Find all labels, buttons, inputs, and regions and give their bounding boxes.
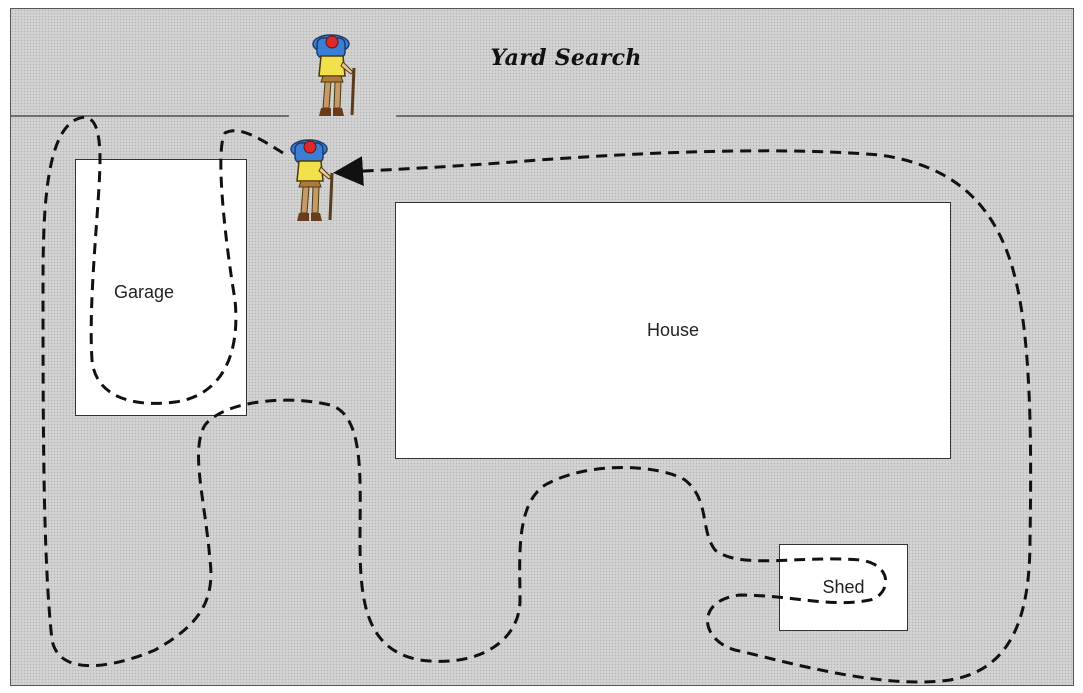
diagram-title: Yard Search xyxy=(490,45,642,71)
yard-boundary-left xyxy=(11,115,289,117)
garage-label: Garage xyxy=(114,282,175,302)
yard-boundary-right xyxy=(396,115,1073,117)
hiker-icon xyxy=(312,34,356,116)
yard-diagram: Yard Search Garage House Shed xyxy=(10,8,1074,686)
shed-label: Shed xyxy=(822,577,865,597)
house-building: House xyxy=(395,202,951,459)
house-label: House xyxy=(646,320,700,340)
hiker-icon xyxy=(290,139,334,221)
search-path xyxy=(41,116,1033,684)
garage-building: Garage xyxy=(75,159,247,416)
